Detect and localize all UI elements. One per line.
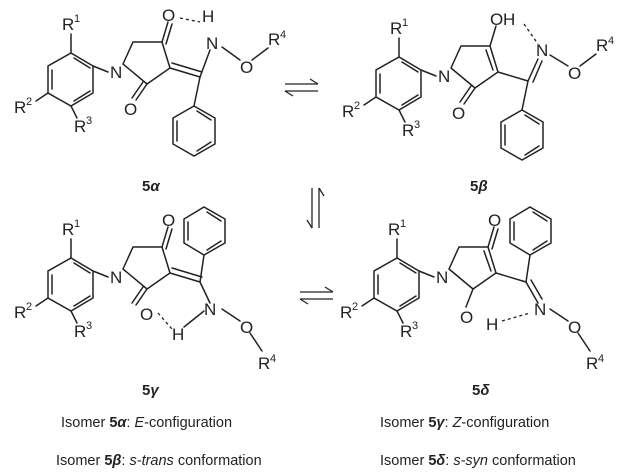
atom-sub: 4 [598,353,604,365]
atom-o: O [240,58,253,77]
atom-h: H [202,7,214,26]
atom-r: R [62,220,74,239]
atom-n: N [436,268,448,287]
atom-h: H [172,325,184,344]
atom-sub: 3 [412,320,418,332]
legend-isomer-5-alpha: Isomer 5α: E-configuration [61,415,233,431]
atom-sub: 3 [86,320,92,332]
equilibrium-arrow-gamma-delta [299,286,334,305]
structure-5-gamma: N O O H N O R 4 R 1 R 2 R 3 5γ [14,206,276,399]
atom-h: H [486,315,498,334]
atom-r: R [14,303,26,322]
atom-r: R [586,354,598,373]
atom-o: O [568,318,581,337]
atom-r: R [402,121,414,140]
atom-o: O [240,318,253,337]
legend-isomer-5-beta: Isomer 5β: s-trans conformation [56,453,262,469]
atom-n: N [110,63,122,82]
atom-o: O [162,211,175,230]
atom-r: R [388,220,400,239]
atom-r: R [400,322,412,341]
atom-sub: 1 [400,218,406,230]
atom-r: R [74,322,86,341]
atom-r: R [14,98,26,117]
equilibrium-arrow-alpha-beta [284,78,319,97]
atom-n: N [204,300,216,319]
atom-o: O [488,211,501,230]
atom-r: R [340,303,352,322]
atom-r: R [596,36,608,55]
atom-o: O [490,10,503,29]
compound-label-5-alpha: 5α [142,178,160,195]
atom-r: R [258,354,270,373]
atom-sub: 4 [280,29,286,41]
atom-sub: 3 [414,119,420,131]
atom-sub: 2 [354,100,360,112]
atom-o: O [124,100,137,119]
atom-o: O [140,305,153,324]
atom-o: O [452,104,465,123]
legend-isomer-5-gamma: Isomer 5γ: Z-configuration [380,415,550,431]
atom-sub: 3 [86,115,92,127]
atom-n: N [536,41,548,60]
atom-r: R [268,30,280,49]
atom-n: N [206,34,218,53]
atom-h: H [503,10,515,29]
atom-r: R [342,102,354,121]
compound-label-5-delta: 5δ [472,382,490,399]
atom-sub: 1 [74,13,80,25]
atom-r: R [74,117,86,136]
atom-o: O [460,308,473,327]
structure-5-beta: N O H O N O R 4 R 1 R 2 R 3 5β [342,10,614,195]
atom-sub: 2 [352,301,358,313]
atom-sub: 2 [26,96,32,108]
atom-n: N [110,268,122,287]
atom-sub: 4 [270,353,276,365]
compound-label-5-gamma: 5γ [142,382,160,399]
atom-sub: 2 [26,301,32,313]
structure-5-delta: N O O H N O R 4 R 1 R 2 R 3 5δ [340,206,604,399]
atom-sub: 4 [608,35,614,47]
structure-5-alpha: N O O H N O R 4 R 1 R 2 R 3 5α [14,6,286,195]
atom-sub: 1 [402,17,408,29]
atom-n: N [438,67,450,86]
atom-sub: 1 [74,218,80,230]
atom-o: O [568,64,581,83]
atom-r: R [390,19,402,38]
atom-o: O [162,6,175,25]
atom-n: N [534,300,546,319]
atom-r: R [62,15,74,34]
legend-isomer-5-delta: Isomer 5δ: s-syn conformation [380,453,576,469]
equilibrium-arrow-alpha-gamma [306,187,325,229]
compound-label-5-beta: 5β [470,178,488,195]
